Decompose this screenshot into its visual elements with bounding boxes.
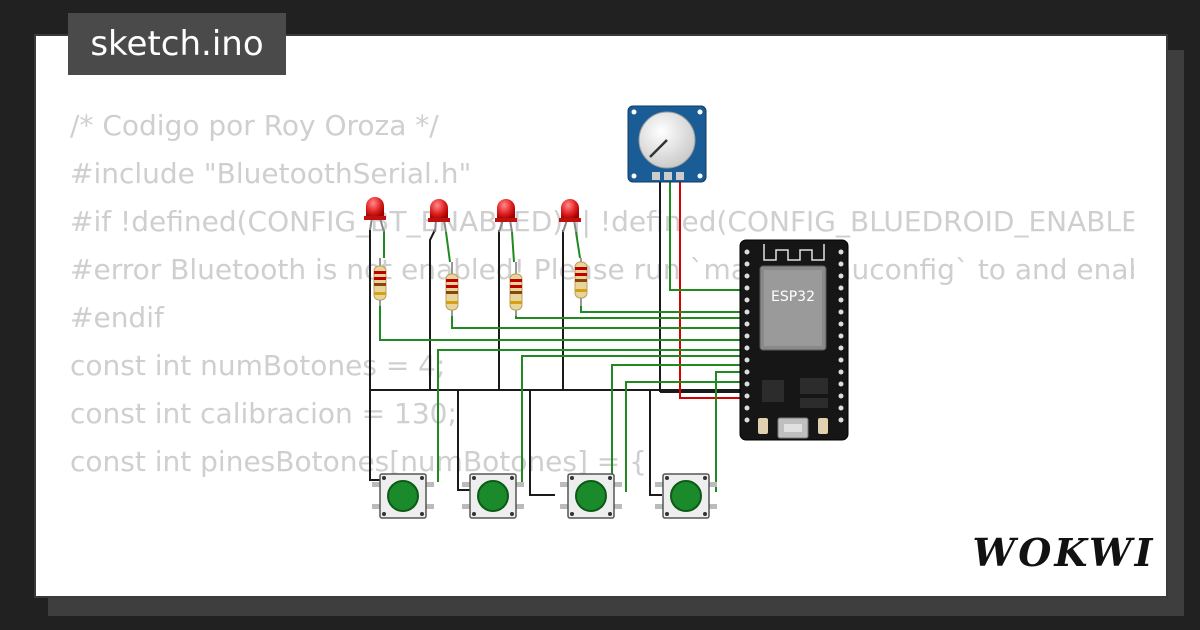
code-line: #endif bbox=[70, 301, 164, 334]
leds bbox=[364, 197, 581, 233]
code-line: const int calibracion = 130; bbox=[70, 397, 457, 430]
code-line: #include "BluetoothSerial.h" bbox=[70, 157, 472, 190]
pushbutton-icon bbox=[655, 473, 717, 519]
code-line: #if !defined(CONFIG_BT_ENABLED) || !defi… bbox=[70, 205, 1134, 238]
resistors bbox=[373, 258, 588, 316]
wokwi-logo-icon: WOKWI bbox=[972, 529, 1156, 575]
led-icon bbox=[428, 199, 450, 233]
pushbuttons bbox=[372, 473, 717, 519]
pushbutton-icon bbox=[560, 473, 622, 519]
resistor-icon bbox=[445, 262, 459, 316]
esp32-board: ESP32 bbox=[739, 239, 849, 441]
code-line: /* Codigo por Roy Oroza */ bbox=[70, 109, 439, 142]
resistor-icon bbox=[509, 262, 523, 316]
code-line: const int pinesBotones[numBotones] = { bbox=[70, 445, 647, 478]
file-tab: sketch.ino bbox=[68, 13, 286, 75]
esp32-board-icon: ESP32 bbox=[771, 289, 815, 305]
board-pins-right bbox=[838, 249, 844, 423]
resistor-icon bbox=[574, 258, 588, 306]
pushbutton-icon bbox=[372, 473, 434, 519]
wires bbox=[369, 180, 748, 496]
pushbutton-icon bbox=[462, 473, 524, 519]
led-icon bbox=[495, 199, 517, 233]
led-icon bbox=[364, 197, 386, 233]
led-icon bbox=[559, 199, 581, 233]
preview-card: /* Codigo por Roy Oroza */ #include "Blue… bbox=[34, 34, 1168, 598]
code-line: #error Bluetooth is not enabled! Please … bbox=[70, 253, 1134, 286]
resistor-icon bbox=[373, 258, 387, 306]
code-preview: /* Codigo por Roy Oroza */ #include "Blue… bbox=[70, 102, 1134, 486]
potentiometer-icon bbox=[649, 139, 668, 158]
board-pins-left bbox=[744, 249, 750, 423]
potentiometer bbox=[627, 105, 707, 183]
code-line: const int numBotones = 4; bbox=[70, 349, 446, 382]
